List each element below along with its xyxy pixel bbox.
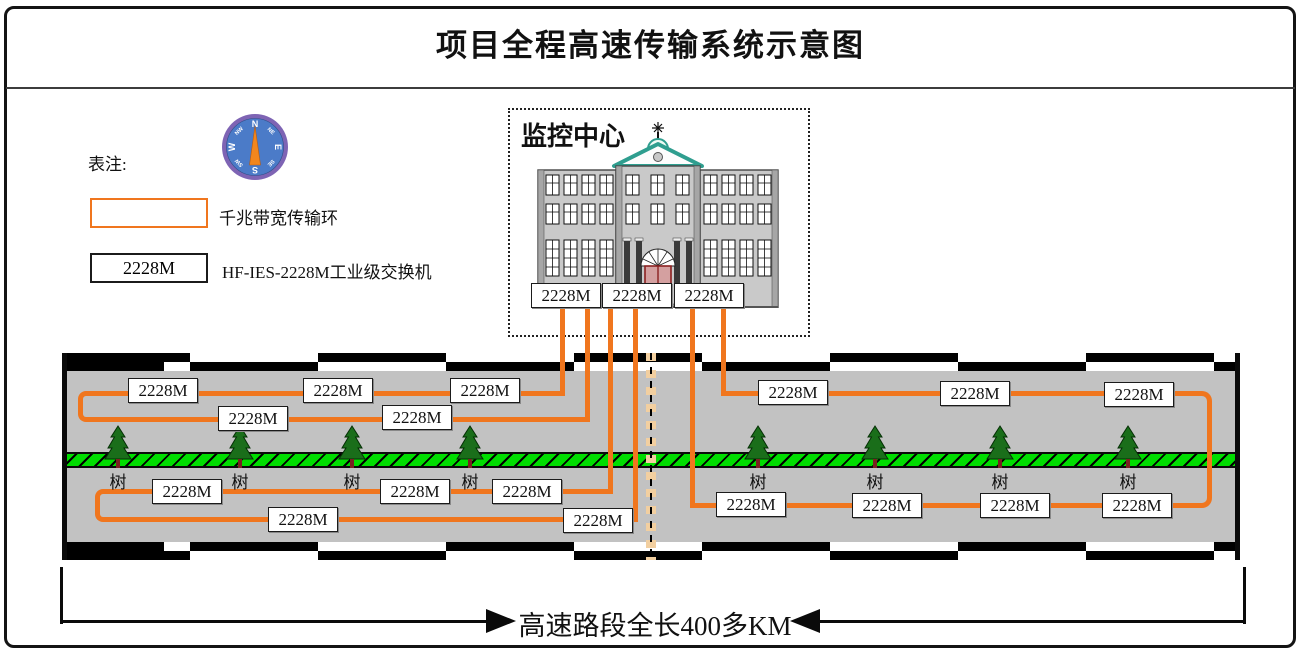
compass-icon: N NE E SE S SW W NW xyxy=(222,114,288,180)
highway xyxy=(62,353,1240,560)
compass-needle xyxy=(249,125,261,166)
tree-icon xyxy=(861,425,889,468)
tree-icon xyxy=(226,425,254,468)
compass-ne: NE xyxy=(266,127,276,137)
dimension-tick-left xyxy=(60,567,63,624)
switch-box: 2228M xyxy=(380,479,450,504)
legend-switch-swatch: 2228M xyxy=(90,253,208,283)
tree-label: 树 xyxy=(866,473,884,492)
switch-box: 2228M xyxy=(450,378,520,403)
title-divider xyxy=(6,87,1295,89)
compass-w: W xyxy=(227,142,237,151)
switch-box: 2228M xyxy=(602,283,672,308)
tree-icon xyxy=(104,425,132,468)
arrowhead-left-icon xyxy=(790,609,820,633)
page-title: 项目全程高速传输系统示意图 xyxy=(436,28,865,63)
page-border xyxy=(4,6,1296,648)
compass-se: SE xyxy=(266,158,276,168)
switch-box: 2228M xyxy=(152,479,222,504)
legend-switch-label: HF-IES-2228M工业级交换机 xyxy=(222,263,432,282)
switch-box: 2228M xyxy=(218,406,288,431)
legend-heading: 表注: xyxy=(88,155,127,174)
tree-label: 树 xyxy=(231,473,249,492)
switch-box: 2228M xyxy=(492,479,562,504)
switch-box: 2228M xyxy=(563,508,633,533)
road-section-divider xyxy=(646,353,656,560)
compass-s: S xyxy=(252,165,258,175)
fiber-line xyxy=(690,503,723,508)
compass-n: N xyxy=(252,119,259,129)
switch-box: 2228M xyxy=(674,283,744,308)
tree-label: 树 xyxy=(461,473,479,492)
tree-label: 树 xyxy=(749,473,767,492)
compass-e: E xyxy=(273,144,283,150)
switch-box: 2228M xyxy=(382,405,452,430)
switch-box: 2228M xyxy=(531,283,601,308)
dimension-tick-right xyxy=(1243,567,1246,624)
tree-label: 树 xyxy=(109,473,127,492)
legend-ring-swatch xyxy=(90,198,208,228)
switch-box: 2228M xyxy=(758,380,828,405)
fiber-ring-lower-left xyxy=(95,489,612,522)
fiber-drop xyxy=(633,306,638,522)
divider-dashed-line xyxy=(650,353,652,560)
road-right-edge xyxy=(1235,353,1240,560)
tree-label: 树 xyxy=(343,473,361,492)
switch-box: 2228M xyxy=(980,493,1050,518)
switch-box: 2228M xyxy=(1102,493,1172,518)
switch-box: 2228M xyxy=(1104,382,1174,407)
fiber-drop xyxy=(560,306,565,396)
tree-label: 树 xyxy=(991,473,1009,492)
tree-icon xyxy=(744,425,772,468)
tree-icon xyxy=(456,425,484,468)
fiber-drop xyxy=(721,306,726,396)
compass-nw: NW xyxy=(234,126,245,137)
tree-icon xyxy=(1114,425,1142,468)
dimension-line-right xyxy=(820,620,1245,623)
monitoring-center-title: 监控中心 xyxy=(521,122,626,151)
dimension-line-left xyxy=(62,620,486,623)
legend-ring-label: 千兆带宽传输环 xyxy=(219,209,338,228)
switch-box: 2228M xyxy=(716,492,786,517)
switch-box: 2228M xyxy=(128,378,198,403)
tree-icon xyxy=(338,425,366,468)
highway-length-label: 高速路段全长400多KM xyxy=(518,611,792,641)
fiber-drop xyxy=(585,306,590,422)
switch-box: 2228M xyxy=(940,381,1010,406)
monitoring-center-boundary xyxy=(508,108,810,337)
fiber-drop xyxy=(608,306,613,494)
tree-label: 树 xyxy=(1119,473,1137,492)
switch-box: 2228M xyxy=(303,378,373,403)
fiber-line xyxy=(564,417,589,422)
switch-box: 2228M xyxy=(852,493,922,518)
compass-sw: SW xyxy=(234,157,245,168)
fiber-drop xyxy=(690,306,695,508)
arrowhead-right-icon xyxy=(486,609,516,633)
monitoring-building-illustration xyxy=(537,122,779,308)
switch-box: 2228M xyxy=(268,507,338,532)
road-left-edge xyxy=(62,353,67,560)
tree-icon xyxy=(986,425,1014,468)
